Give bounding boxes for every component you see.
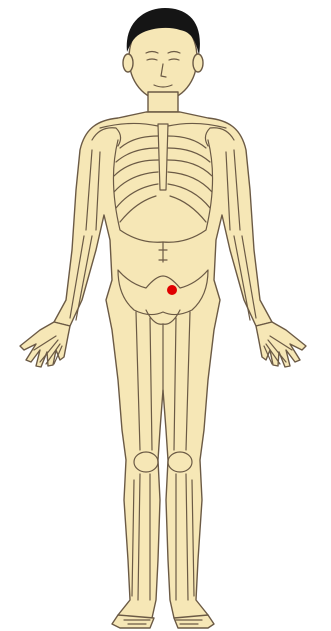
left-ear <box>123 54 133 72</box>
left-hand <box>20 322 70 367</box>
body-silhouette <box>20 8 306 628</box>
right-hand <box>256 322 306 367</box>
left-foot <box>112 615 154 628</box>
right-ear <box>193 54 203 72</box>
neck <box>148 92 178 112</box>
acupoint-dot-icon[interactable] <box>167 285 177 295</box>
right-foot <box>174 615 214 628</box>
